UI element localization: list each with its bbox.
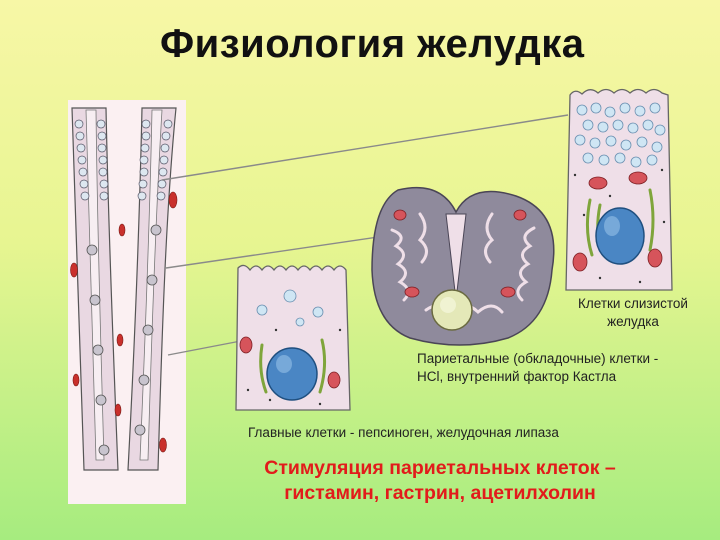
pointer-lines (161, 114, 569, 356)
mucous-cell (565, 88, 673, 291)
stimulation-note: Стимуляция париетальных клеток – гистами… (205, 456, 675, 506)
label-mucous-line2: желудка (607, 314, 659, 329)
chief-cell (235, 264, 351, 411)
gastric-gland-illustration (68, 100, 186, 504)
page-title: Физиология желудка (160, 22, 585, 66)
label-parietal-line1: Париетальные (обкладочные) клетки - (417, 351, 659, 366)
parietal-cell (371, 186, 555, 346)
label-mucous-line1: Клетки слизистой (578, 296, 688, 311)
label-parietal-line2: HCl, внутренний фактор Кастла (417, 369, 617, 384)
stimulation-line1: Стимуляция париетальных клеток – (264, 457, 616, 479)
label-parietal-cells: Париетальные (обкладочные) клетки - HCl,… (417, 350, 713, 386)
label-chief-cells: Главные клетки - пепсиноген, желудочная … (248, 425, 559, 440)
label-mucous-cells: Клетки слизистой желудка (563, 295, 703, 331)
stimulation-line2: гистамин, гастрин, ацетилхолин (284, 482, 596, 504)
